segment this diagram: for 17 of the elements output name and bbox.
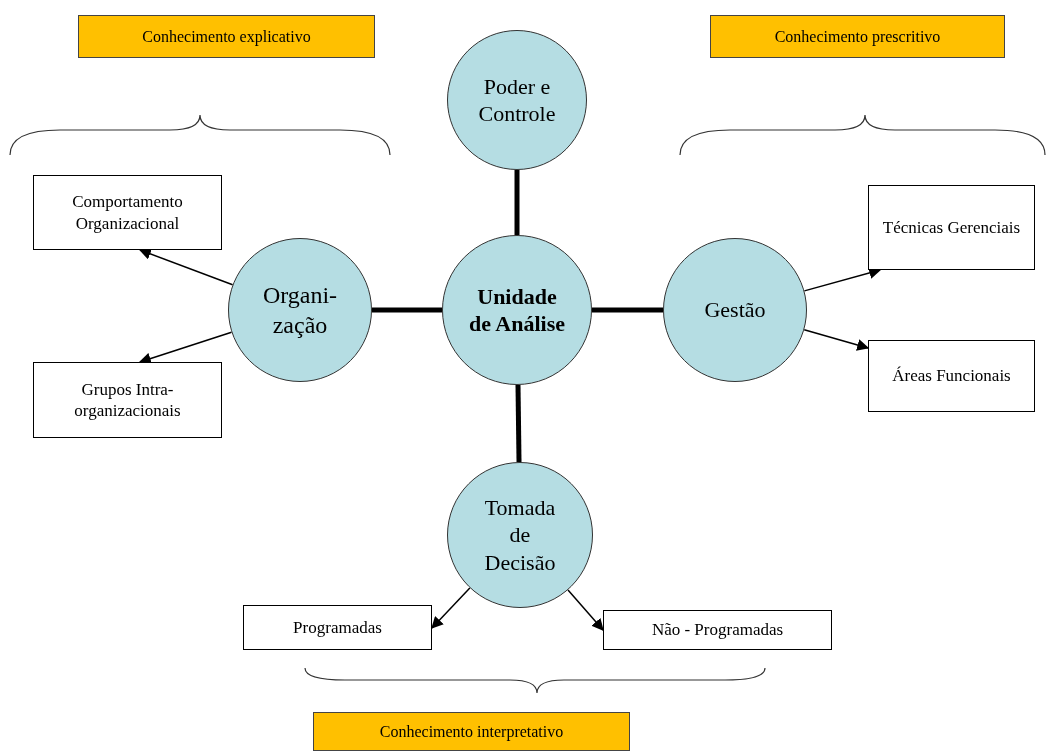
arrow (138, 248, 234, 286)
category-label: Conhecimento interpretativo (313, 712, 630, 751)
concept-box: Áreas Funcionais (868, 340, 1035, 412)
connector-line (515, 384, 522, 463)
connector-line (372, 307, 442, 313)
concept-box: Grupos Intra- organizacionais (33, 362, 222, 438)
connector-line (514, 170, 520, 235)
concept-box: Comportamento Organizacional (33, 175, 222, 250)
concept-box: Não - Programadas (603, 610, 832, 650)
category-label: Conhecimento prescritivo (710, 15, 1005, 58)
arrow (567, 589, 604, 631)
arrow (431, 587, 471, 629)
category-label: Conhecimento explicativo (78, 15, 375, 58)
connector-line (592, 307, 663, 313)
arrow (803, 329, 870, 351)
concept-box: Técnicas Gerenciais (868, 185, 1035, 270)
concept-box: Programadas (243, 605, 432, 650)
